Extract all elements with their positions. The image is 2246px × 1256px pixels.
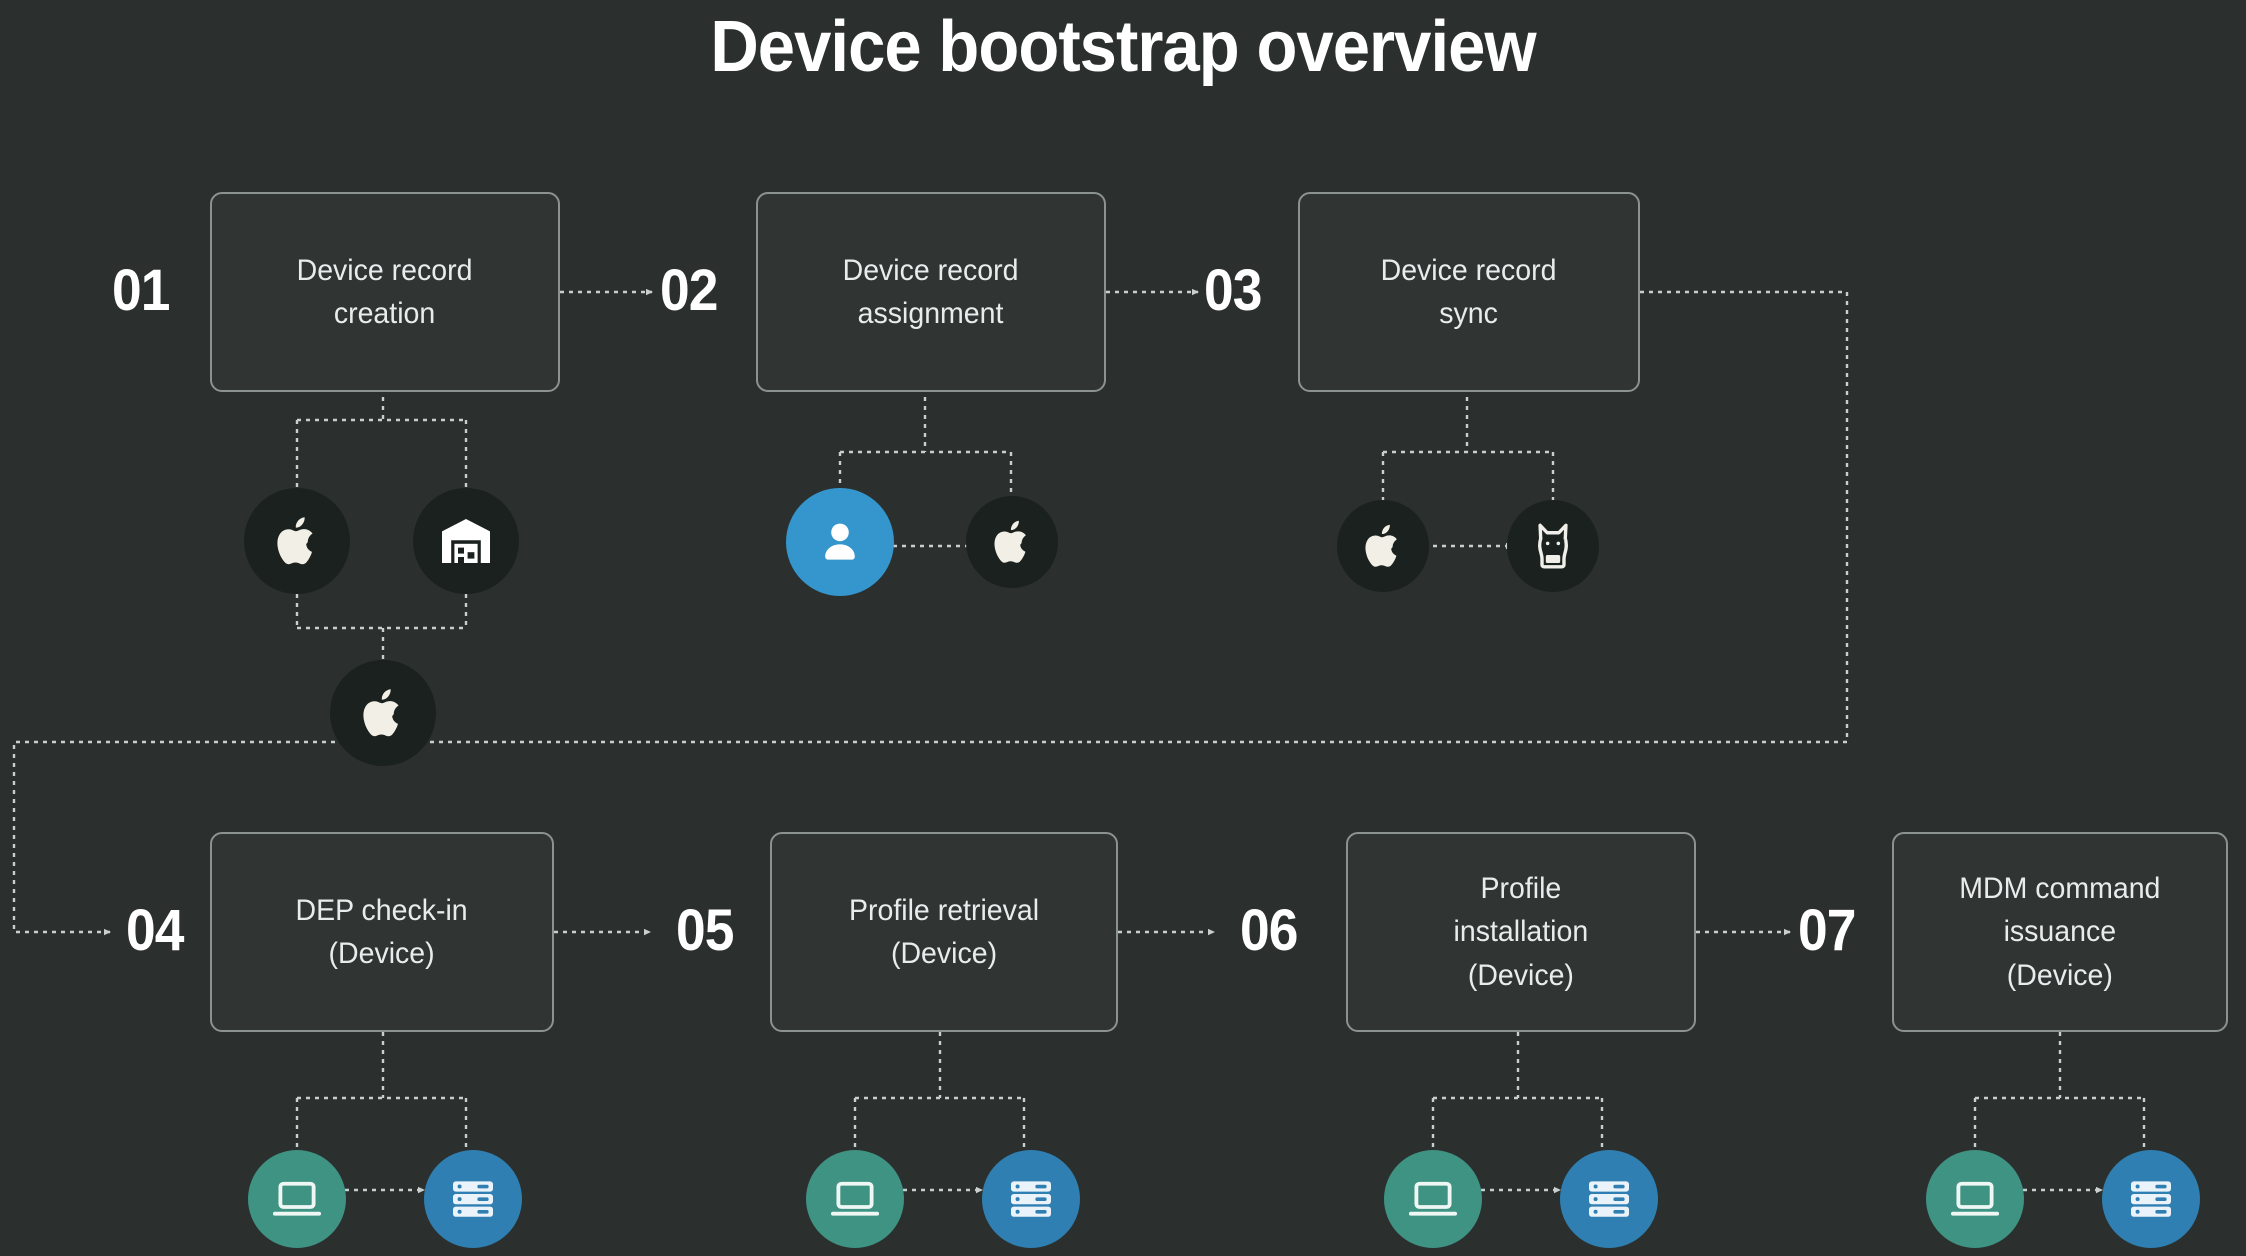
step-box-05[interactable]: Profile retrieval (Device) — [770, 832, 1118, 1032]
step-number-01: 01 — [112, 258, 170, 323]
step-number-04: 04 — [126, 898, 184, 963]
step-number-06: 06 — [1240, 898, 1298, 963]
badge-laptop-04[interactable] — [248, 1150, 346, 1248]
step-box-06[interactable]: Profile installation (Device) — [1346, 832, 1696, 1032]
step-box-04-line2: (Device) — [328, 937, 436, 970]
step-box-03-line2: sync — [1439, 297, 1499, 330]
jamf-dog-icon — [1538, 523, 1568, 569]
step-box-02[interactable]: Device record assignment — [756, 192, 1106, 392]
step-box-04-line1: DEP check-in — [295, 893, 469, 927]
badge-server-07[interactable] — [2102, 1150, 2200, 1248]
server-icon — [1589, 1181, 1629, 1217]
badge-laptop-05[interactable] — [806, 1150, 904, 1248]
laptop-icon — [272, 1181, 322, 1216]
step-box-02-line1: Device record — [843, 253, 1019, 287]
server-icon — [453, 1181, 493, 1217]
step-box-01[interactable]: Device record creation — [210, 192, 560, 392]
step-number-03: 03 — [1204, 258, 1262, 323]
badge-server-05[interactable] — [982, 1150, 1080, 1248]
step-box-01-line2: creation — [334, 297, 436, 330]
user-icon — [825, 523, 855, 560]
step-box-06-line2: installation — [1453, 915, 1589, 949]
laptop-icon — [1408, 1181, 1458, 1216]
badge-apple-01a[interactable] — [244, 488, 350, 594]
apple-icon — [363, 689, 399, 737]
badge-apple-03[interactable] — [1337, 500, 1429, 592]
badge-server-06[interactable] — [1560, 1150, 1658, 1248]
badge-user-02[interactable] — [786, 488, 894, 596]
step-number-05: 05 — [676, 898, 734, 963]
step-box-06-line3: (Device) — [1467, 958, 1575, 992]
page-title: Device bootstrap overview — [710, 7, 1536, 87]
laptop-icon — [1950, 1181, 2000, 1216]
step-box-06-line1: Profile — [1480, 871, 1562, 905]
step-number-07: 07 — [1798, 898, 1856, 963]
apple-icon — [994, 520, 1026, 563]
laptop-icon — [830, 1181, 880, 1216]
step-box-03-line1: Device record — [1381, 253, 1557, 287]
badge-laptop-06[interactable] — [1384, 1150, 1482, 1248]
step-box-07-line2: issuance — [2003, 915, 2117, 949]
step-box-07-line3: (Device) — [2006, 958, 2114, 992]
badge-jamf-dog-03[interactable] — [1507, 500, 1599, 592]
badge-apple-02[interactable] — [966, 496, 1058, 588]
step-box-07-line1: MDM command — [1959, 871, 2161, 905]
step-box-05-line1: Profile retrieval — [848, 893, 1040, 927]
step-box-03[interactable]: Device record sync — [1298, 192, 1640, 392]
server-icon — [1011, 1181, 1051, 1217]
badge-server-04[interactable] — [424, 1150, 522, 1248]
badge-laptop-07[interactable] — [1926, 1150, 2024, 1248]
step-box-07[interactable]: MDM command issuance (Device) — [1892, 832, 2228, 1032]
step-number-02: 02 — [660, 258, 718, 323]
apple-icon — [1365, 524, 1397, 567]
link-03-to-04 — [12, 290, 1849, 936]
step-box-05-line2: (Device) — [890, 937, 998, 970]
badge-warehouse-01[interactable] — [413, 488, 519, 594]
server-icon — [2131, 1181, 2171, 1217]
step-box-01-line1: Device record — [297, 253, 473, 287]
step-box-04[interactable]: DEP check-in (Device) — [210, 832, 554, 1032]
badge-apple-01b[interactable] — [330, 660, 436, 766]
apple-icon — [277, 517, 313, 565]
warehouse-icon — [442, 519, 490, 563]
step-box-02-line2: assignment — [858, 297, 1004, 330]
